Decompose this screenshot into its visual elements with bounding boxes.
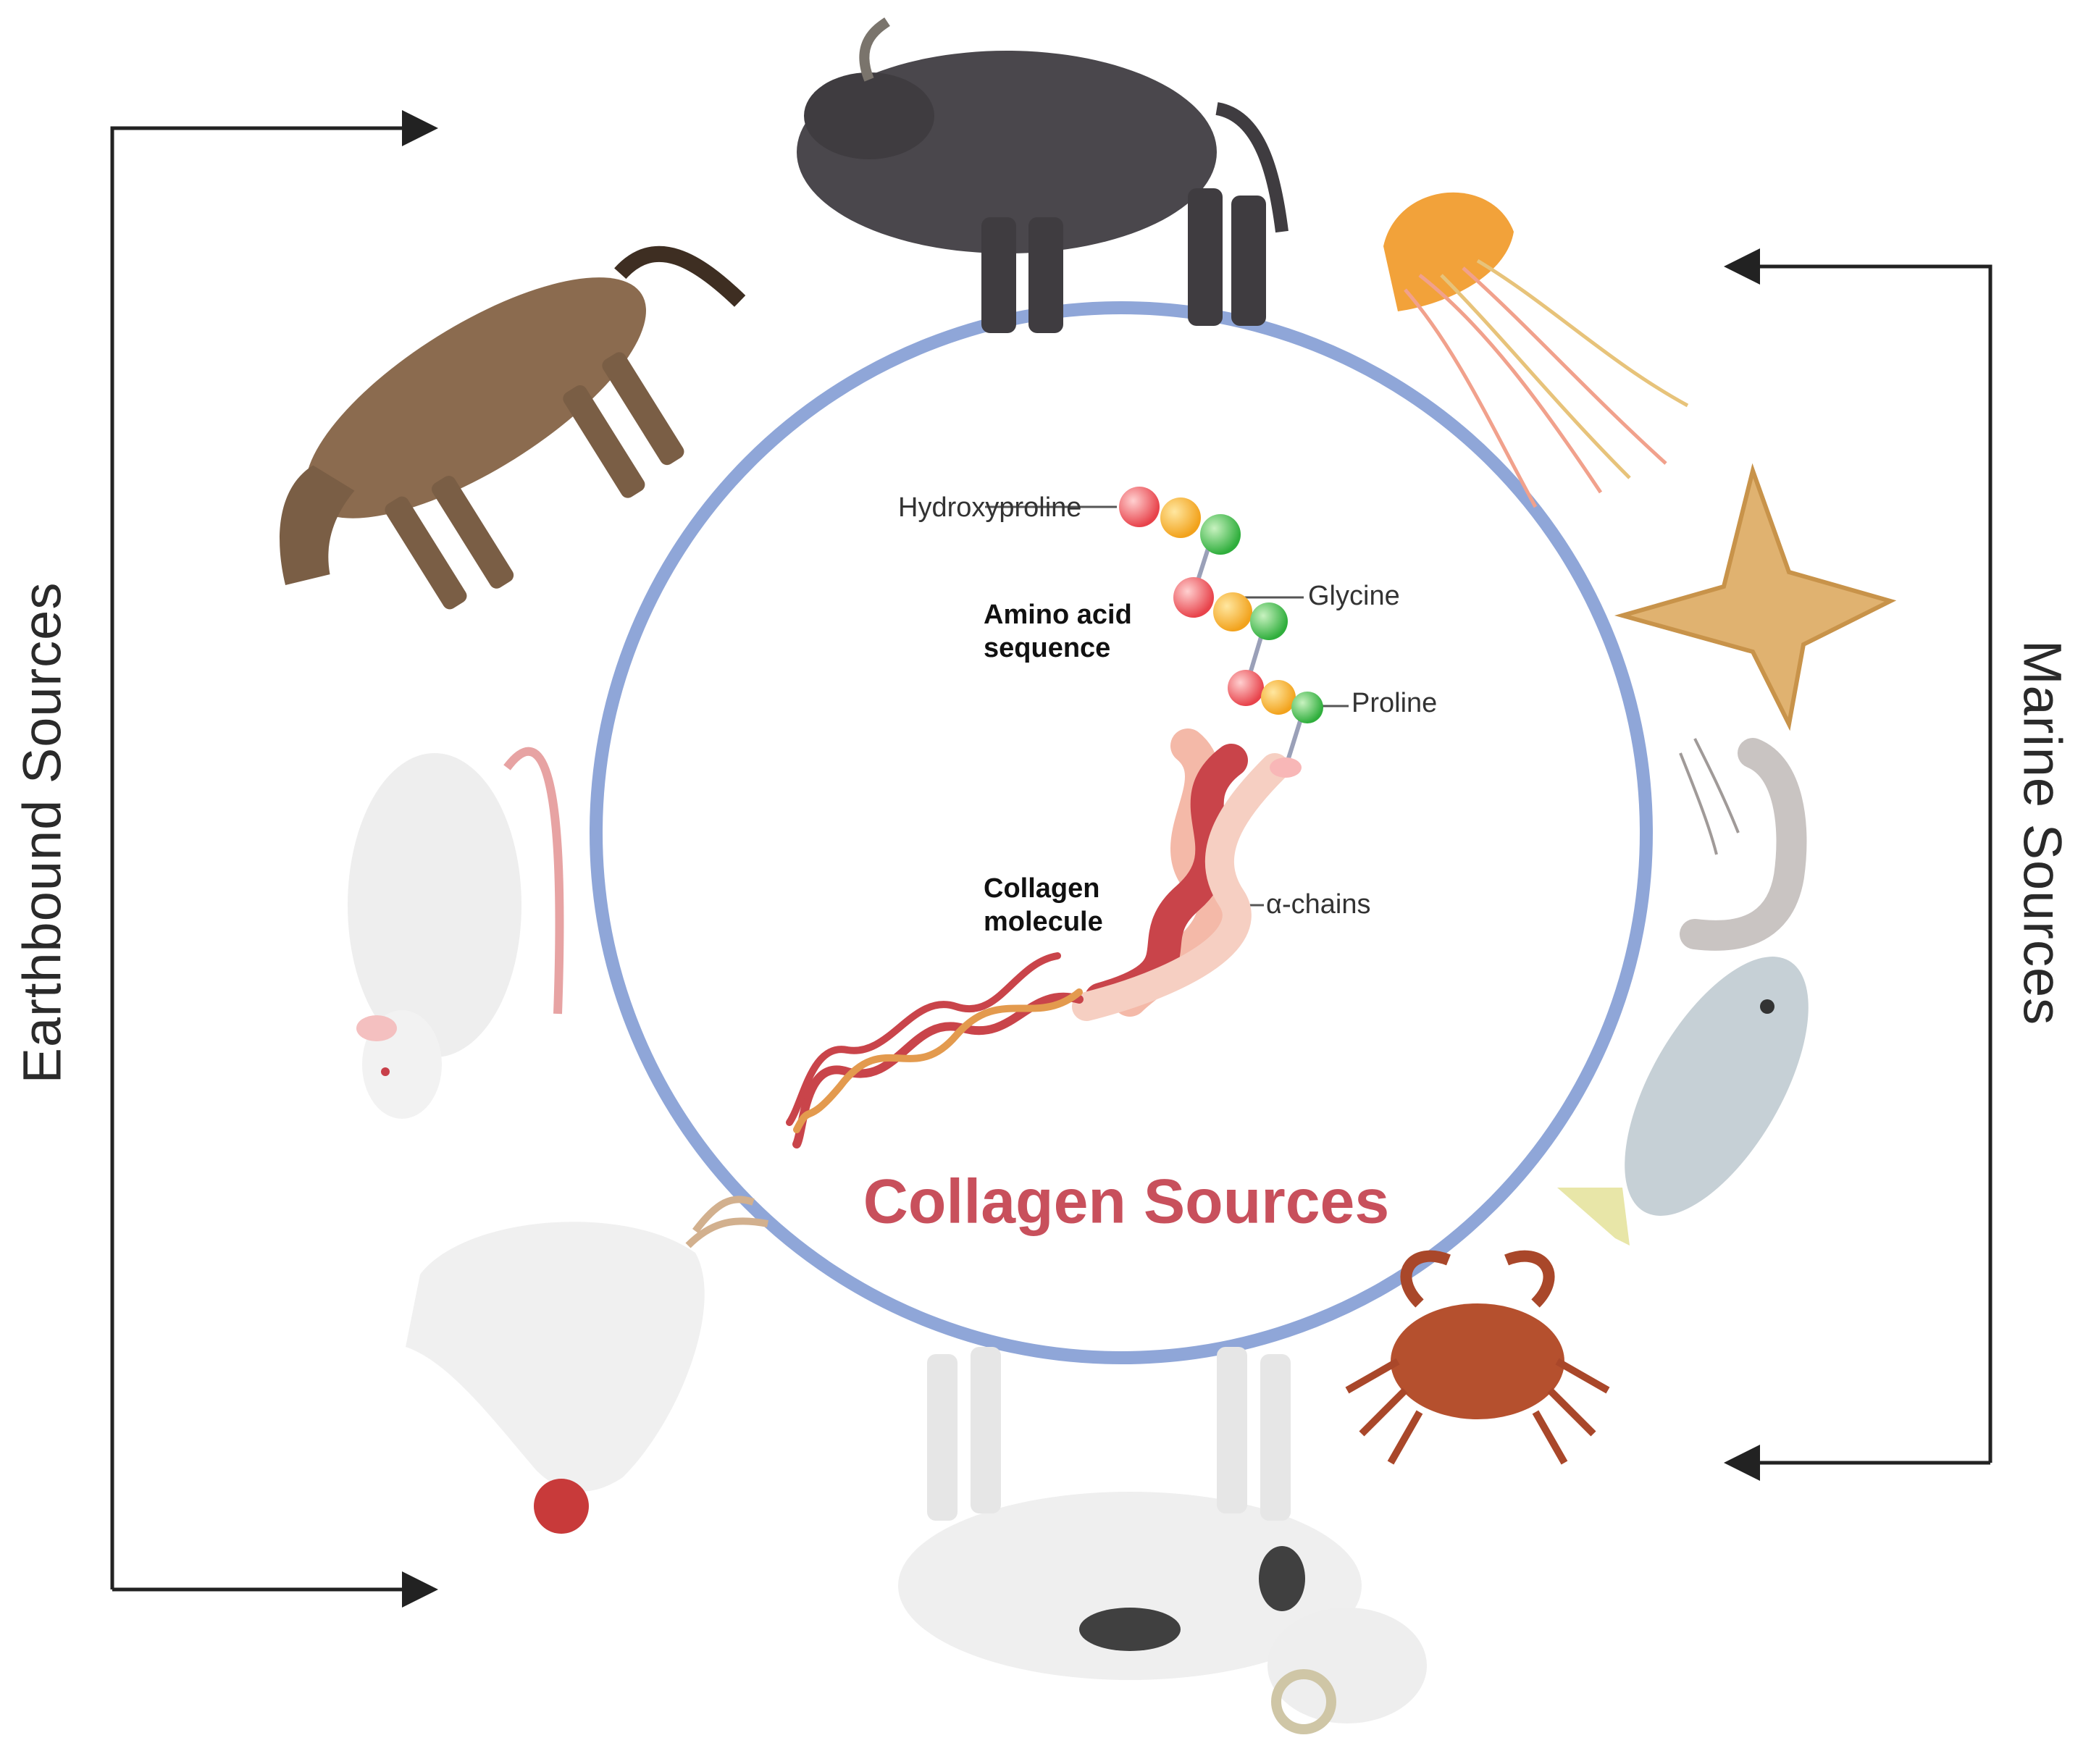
hydroxyproline-bead [1173, 577, 1214, 618]
marine-top-arrow [1724, 248, 1992, 1463]
earthbound-bracket [110, 110, 438, 1608]
proline-bead [1200, 514, 1241, 555]
collagen-helix [786, 728, 1302, 1148]
proline-bead [1250, 602, 1288, 640]
hydroxyproline-label: Hydroxyproline [898, 492, 1082, 523]
glycine-label: Glycine [1308, 581, 1400, 611]
alpha-chains-label: α-chains [1266, 889, 1371, 920]
crab-icon [1345, 1250, 1610, 1465]
horse-icon [280, 245, 746, 610]
glycine-bead [1261, 680, 1296, 715]
hydroxyproline-bead [1119, 487, 1160, 527]
rat-icon [348, 747, 564, 1119]
hydroxyproline-bead [1228, 670, 1264, 706]
proline-label: Proline [1352, 688, 1438, 718]
amino-acid-sequence-label: Amino acid sequence [984, 600, 1132, 663]
glycine-bead [1160, 497, 1201, 538]
proline-bead [1291, 692, 1323, 723]
center-title: Collagen Sources [863, 1167, 1390, 1237]
earthbound-sources-label: Earthbound Sources [12, 581, 72, 1084]
earthbound-top-arrow [110, 110, 438, 1589]
marine-sources-label: Marine Sources [2012, 639, 2073, 1026]
glycine-bead [1213, 592, 1252, 631]
fish-icon [1557, 957, 1809, 1246]
chicken-icon [406, 1196, 768, 1534]
starfish-icon [1614, 463, 1897, 731]
collagen-molecule-label: Collagen molecule [984, 873, 1103, 937]
central-ring [590, 301, 1653, 1364]
jellyfish-icon [1383, 192, 1689, 508]
amino-acid-chain [985, 487, 1349, 907]
goat-icon [898, 1347, 1427, 1734]
marine-bracket [1724, 248, 1992, 1481]
bison-icon [797, 17, 1288, 333]
shrimp-icon [1679, 738, 1807, 951]
